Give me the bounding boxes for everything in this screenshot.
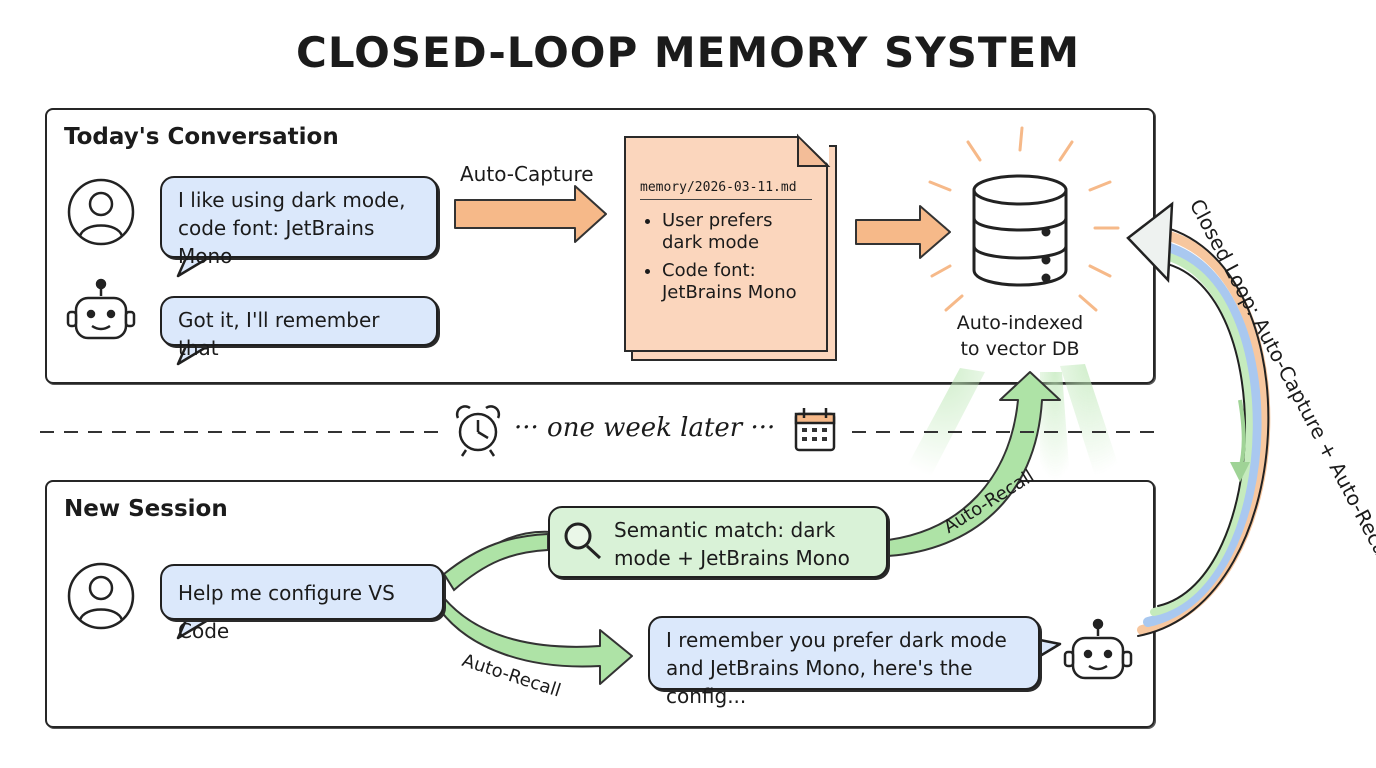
auto-capture-arrow [454,185,607,243]
memory-item: Code font: JetBrains Mono [662,260,812,304]
user-avatar-icon [67,178,135,246]
bubble-tail [1038,638,1062,658]
user-avatar-icon [67,562,135,630]
today-panel-title: Today's Conversation [64,124,339,150]
new-session-panel [45,480,1155,728]
robot-icon [66,278,136,340]
vector-db-label: Auto-indexed to vector DB [956,312,1084,360]
one-week-later-label: ··· one week later ··· [514,413,776,443]
memory-note-document: memory/2026-03-11.md User prefers dark m… [624,136,828,352]
user-message-bubble: I like using dark mode, code font: JetBr… [160,176,438,268]
recall-upper-arrow [442,371,1061,592]
bubble-tail [176,618,210,640]
memory-item: User prefers dark mode [662,210,812,254]
memory-items: User prefers dark mode Code font: JetBra… [640,210,812,304]
loop-down-arrow [1238,399,1246,471]
index-arrow [855,205,951,259]
closed-loop-arrowhead [1126,201,1174,283]
memory-file-path: memory/2026-03-11.md [640,180,812,200]
closed-loop-arc [1137,223,1271,637]
auto-capture-label: Auto-Capture [460,162,594,186]
database-icon [972,174,1068,287]
bot-recall-bubble: I remember you prefer dark mode and JetB… [648,616,1040,708]
semantic-match-bubble: Semantic match: dark mode + JetBrains Mo… [548,506,888,578]
alarm-clock-icon [455,405,501,457]
bubble-tail [176,256,210,278]
bubble-tail [176,344,210,366]
new-session-panel-title: New Session [64,496,228,522]
recall-lower-arrow [439,597,633,685]
page-title: CLOSED-LOOP MEMORY SYSTEM [296,28,1080,77]
robot-icon [1063,618,1133,680]
calendar-icon [794,408,836,452]
bot-reply-bubble: Got it, I'll remember that [160,296,438,360]
new-session-user-bubble: Help me configure VS Code [160,564,444,643]
